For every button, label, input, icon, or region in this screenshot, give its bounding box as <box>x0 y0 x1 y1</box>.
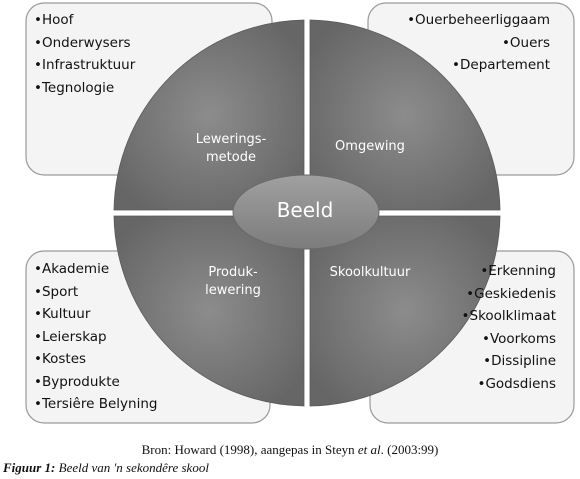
source-caption: Bron: Howard (1998), aangepas in Steyn e… <box>0 442 580 458</box>
list-item: •Godsdiens <box>477 375 556 392</box>
list-item: Produk- <box>208 265 258 280</box>
source-prefix: Bron: Howard (1998), aangepas in Steyn <box>141 442 358 457</box>
quadrant-label-bottom-left: Produk-lewering <box>178 264 288 300</box>
list-item: •Dissipline <box>483 353 556 369</box>
quadrant-top-left <box>113 19 305 211</box>
figure-label: Figuur 1: <box>3 460 56 475</box>
list-bottom-right: •Erkenning •Geskiedenis •Skoolklimaat •Voor… <box>462 260 556 395</box>
list-item: •Infrastruktuur <box>34 57 136 73</box>
list-item: •Kostes <box>34 351 87 367</box>
list-item: metode <box>206 150 256 165</box>
list-item: Lewerings- <box>195 132 267 147</box>
source-suffix: . (2003:99) <box>380 442 439 457</box>
list-item: •Akademie <box>34 261 110 277</box>
list-item: •Departement <box>452 57 550 73</box>
list-item: Skoolkultuur <box>329 265 411 280</box>
list-item: •Erkenning <box>480 263 556 279</box>
list-top-right: •Ouerbeheerliggaam •Ouers •Departement <box>407 9 550 77</box>
list-item: •Tersiêre Belyning <box>34 396 158 412</box>
list-item: •Voorkoms <box>482 330 556 347</box>
list-item: lewering <box>205 283 261 298</box>
list-item: •Onderwysers <box>34 34 131 51</box>
list-item: •Geskiedenis <box>466 285 556 302</box>
list-bottom-left: •Akademie •Sport •Kultuur •Leierskap •Kostes… <box>34 258 157 416</box>
source-italic: et al <box>357 442 381 457</box>
list-item: •Byprodukte <box>34 373 120 390</box>
center-ellipse <box>232 174 380 250</box>
list-item: •Leierskap <box>34 328 107 345</box>
figure-title: Beeld van 'n sekondêre skool <box>55 460 209 475</box>
quadrant-bottom-right <box>309 215 501 407</box>
image-diagram <box>25 2 575 424</box>
list-item: •Sport <box>34 283 79 300</box>
list-top-left: •Hoof •Onderwysers •Infrastruktuur •Tegnolo… <box>34 9 135 99</box>
list-item: Omgewing <box>335 139 405 154</box>
quadrant-top-right <box>309 19 501 211</box>
quadrant-label-top-left: Lewerings-metode <box>176 131 286 167</box>
list-item: •Hoof <box>34 12 74 28</box>
list-item: •Ouerbeheerliggaam <box>407 12 550 28</box>
figure-caption: Figuur 1: Beeld van 'n sekondêre skool <box>3 460 209 476</box>
center-label: Beeld <box>276 198 334 222</box>
quadrant-bottom-left <box>113 215 305 407</box>
quadrant-label-top-right: Omgewing <box>310 138 430 156</box>
quadrant-label-bottom-right: Skoolkultuur <box>310 264 430 282</box>
list-item: •Skoolklimaat <box>461 308 556 324</box>
list-item: •Kultuur <box>34 306 91 322</box>
list-item: •Ouers <box>501 34 550 51</box>
list-item: •Tegnologie <box>34 79 115 96</box>
